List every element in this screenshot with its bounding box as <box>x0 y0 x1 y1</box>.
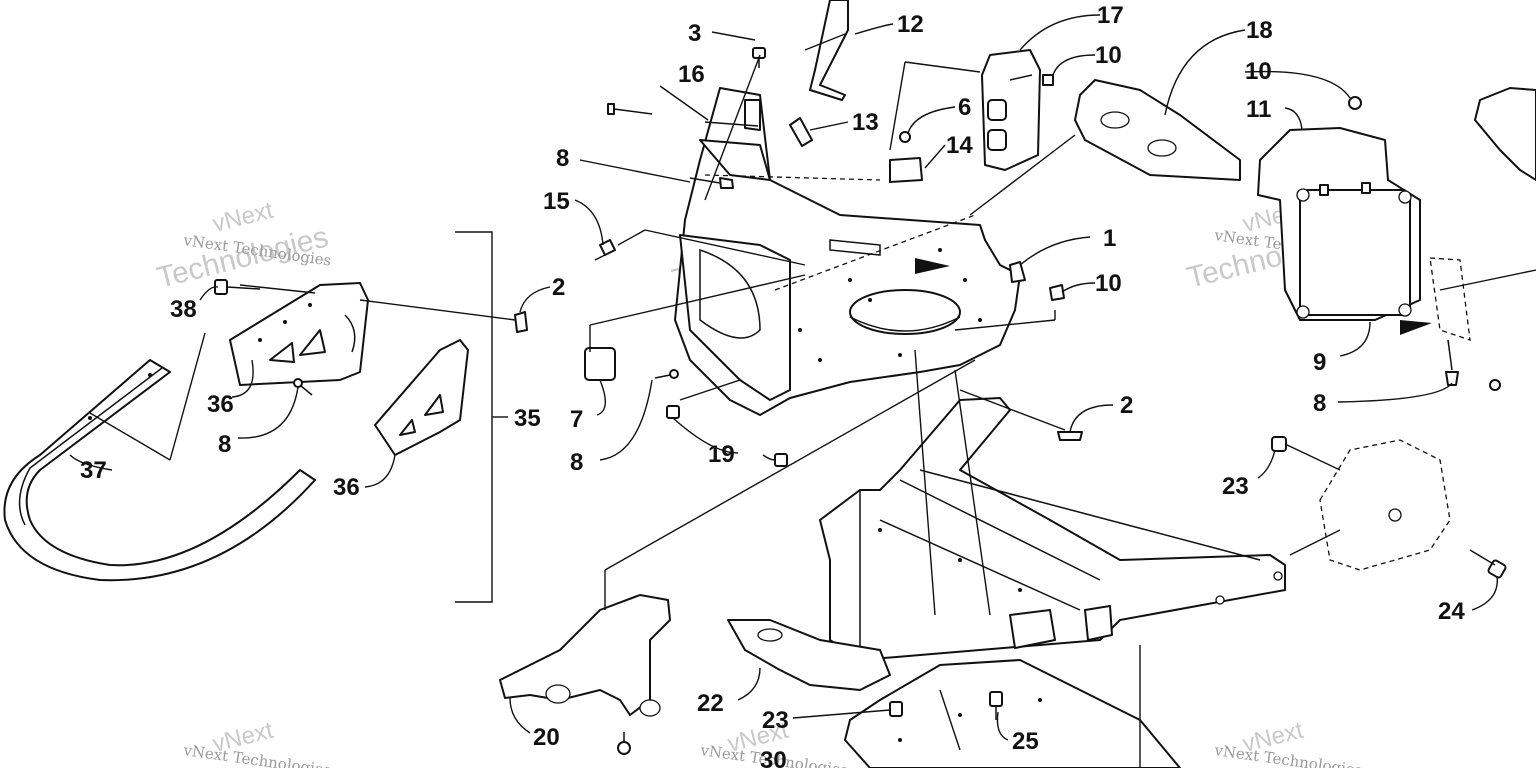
callout-16: 16 <box>678 61 705 88</box>
callout-18: 18 <box>1246 17 1273 44</box>
callout-36-lower: 36 <box>333 474 360 501</box>
callout-23-right: 23 <box>1222 473 1249 500</box>
rivet-right-part <box>1445 339 1459 386</box>
callout-3: 3 <box>688 20 701 47</box>
callout-2-center: 2 <box>1120 392 1133 419</box>
callout-22: 22 <box>697 690 724 717</box>
callout-17: 17 <box>1097 2 1124 29</box>
bolt-16-part <box>607 103 653 115</box>
callout-23-lower: 23 <box>762 707 789 734</box>
callout-7: 7 <box>570 406 583 433</box>
leader-lines <box>69 14 1536 768</box>
callout-8-left: 8 <box>218 431 231 458</box>
callout-24: 24 <box>1438 598 1465 625</box>
clip-13-part <box>789 117 813 147</box>
module-17-part <box>981 49 1041 171</box>
callout-19: 19 <box>708 441 735 468</box>
front-frame-part <box>819 397 1286 661</box>
side-mount-lower-part <box>1319 439 1451 571</box>
bracket-20-part <box>499 594 671 717</box>
callout-11: 11 <box>1246 96 1271 123</box>
bolt-19-part <box>666 405 680 419</box>
callout-9: 9 <box>1313 349 1326 376</box>
callout-8-top: 8 <box>556 145 569 172</box>
callout-14: 14 <box>946 132 973 159</box>
bolt-19-lower-part <box>774 453 788 467</box>
callout-15: 15 <box>543 188 570 215</box>
bracket-12-part <box>809 0 849 101</box>
callout-10-right: 10 <box>1245 58 1272 85</box>
bumper-stop-7-part <box>584 347 616 381</box>
callout-12: 12 <box>897 11 924 38</box>
clip-15-part <box>594 239 616 261</box>
clip-bottom-part <box>617 732 631 755</box>
screw-right-part <box>1489 379 1501 391</box>
callout-36-upper: 36 <box>207 391 234 418</box>
screw-6-part <box>899 131 911 143</box>
callout-8-center: 8 <box>570 449 583 476</box>
bumper-bracket-upper-part <box>229 282 369 386</box>
bolt-25-part <box>989 691 1003 707</box>
clip-2-center-part <box>1057 431 1083 441</box>
callout-25: 25 <box>1012 728 1039 755</box>
callout-37: 37 <box>80 457 107 484</box>
front-body-panel-part <box>674 87 1021 416</box>
clip-10-center-part <box>1049 284 1065 301</box>
callout-30: 30 <box>760 747 787 768</box>
bolt-23-lower-part <box>889 701 903 717</box>
mount-22-part <box>727 619 891 691</box>
rivet-part <box>689 177 734 189</box>
callout-1: 1 <box>1103 225 1116 252</box>
watermark-small: vNext <box>210 197 276 238</box>
callout-6: 6 <box>958 94 971 121</box>
callout-10-center: 10 <box>1095 270 1122 297</box>
callout-10: 10 <box>1095 42 1122 69</box>
callout-13: 13 <box>852 109 879 136</box>
callout-labels: 3 12 17 18 16 10 10 6 11 13 14 8 15 1 10… <box>80 2 1465 768</box>
clip-2-part <box>514 311 528 333</box>
nut-23-right-part <box>1271 436 1287 452</box>
rivet-part <box>654 369 679 379</box>
front-bumper-part <box>3 359 316 582</box>
callout-2-left: 2 <box>552 274 565 301</box>
clip-14-part <box>889 157 923 183</box>
bolt-24-part <box>1469 549 1507 579</box>
callout-20: 20 <box>533 724 560 751</box>
callout-8-right: 8 <box>1313 390 1326 417</box>
side-mount-upper-part <box>1400 87 1536 341</box>
callout-38: 38 <box>170 296 197 323</box>
clip-1-part <box>1009 261 1026 283</box>
bumper-bracket-lower-part <box>374 339 469 456</box>
plate-18-part <box>1074 79 1241 181</box>
control-box-part <box>1257 127 1421 321</box>
bolt-3-part <box>752 47 766 68</box>
nut-10-part <box>1042 74 1054 86</box>
callout-35: 35 <box>514 405 541 432</box>
nut-10-right-part <box>1348 96 1362 110</box>
